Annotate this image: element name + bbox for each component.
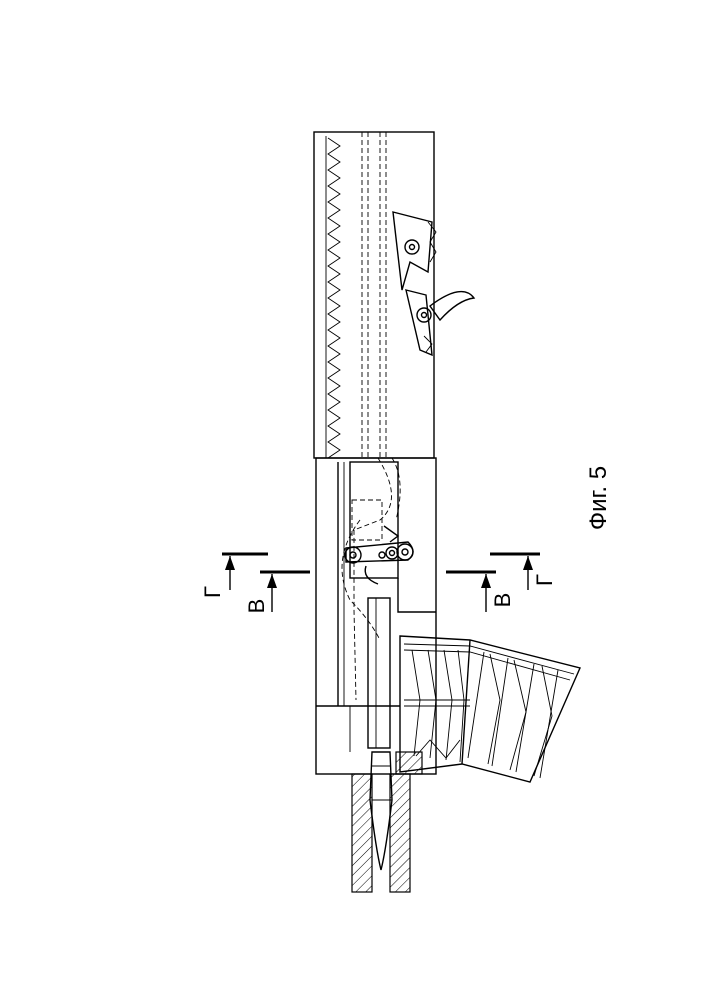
receiver-lower (316, 458, 436, 774)
section-label-g-right: Г (532, 574, 557, 586)
link-pin-left-icon (345, 547, 361, 563)
sear-pin-icon (405, 240, 419, 254)
section-label-v-left: В (244, 599, 269, 614)
receiver-upper (314, 132, 434, 458)
section-marker-v-right (446, 572, 496, 612)
bolt-link (345, 526, 413, 584)
link-pin-right-icon (397, 544, 413, 560)
figure-caption: Фиг. 5 (585, 466, 612, 530)
barrel (352, 752, 422, 892)
trigger (430, 292, 474, 320)
cartridge (370, 752, 392, 870)
trigger-pin-icon (417, 308, 431, 322)
section-label-g-left: Г (200, 586, 225, 598)
section-label-v-right: В (490, 593, 515, 608)
return-spring (328, 138, 340, 458)
magazine (400, 636, 580, 782)
